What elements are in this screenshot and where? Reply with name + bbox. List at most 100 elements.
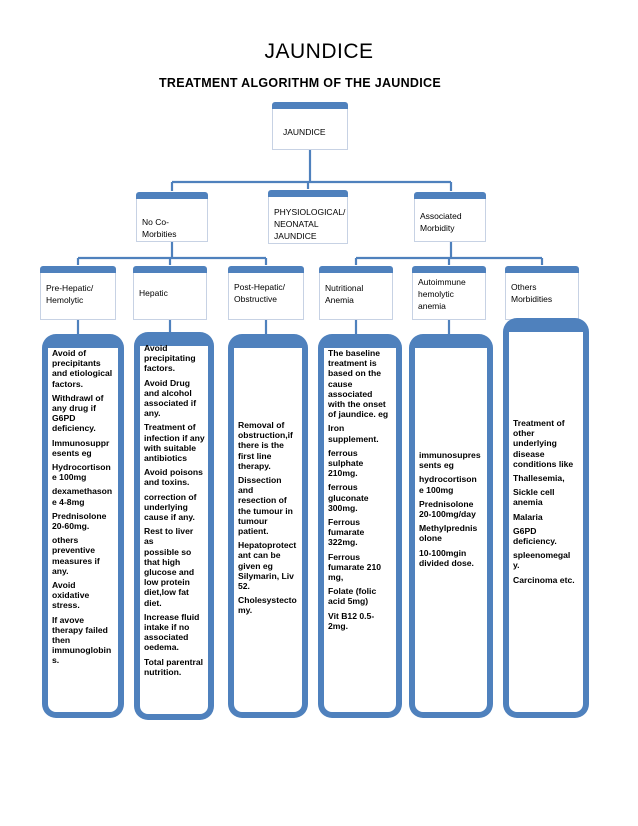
treatment-line: Avoid: [144, 343, 168, 353]
treatment-line: e 100mg: [52, 472, 87, 483]
node-header-bar: [40, 266, 116, 273]
treatment-line: oedema.: [144, 642, 179, 653]
treatment-line: preventive: [52, 545, 95, 556]
treatment-line: Silymarin, Liv: [238, 570, 294, 581]
page-title: JAUNDICE: [264, 40, 374, 63]
treatment-line: underlying: [144, 501, 188, 512]
treatment-line: and alcohol: [144, 387, 192, 398]
treatment-line: diet,low fat: [144, 587, 189, 598]
treatment-line: associated: [144, 632, 189, 643]
treatment-line: sulphate: [328, 458, 364, 469]
treatment-line: olone: [419, 533, 442, 544]
node-label: JAUNDICE: [283, 127, 326, 137]
node-label-line: PHYSIOLOGICAL/: [274, 207, 346, 217]
treatment-line: treatment is: [328, 358, 377, 369]
treatment-line: diet.: [144, 597, 162, 608]
node-header-bar: [505, 266, 579, 273]
page-subtitle: TREATMENT ALGORITHM OF THE JAUNDICE: [158, 76, 441, 90]
treatment-line: with suitable: [144, 442, 197, 453]
treatment-line: Hepatoprotect: [238, 540, 297, 551]
treatment-line: antibiotics: [144, 453, 187, 464]
node-label: Post-Hepatic/Obstructive: [234, 281, 299, 305]
treatment-line: ferrous: [328, 447, 358, 458]
treatment-line: fumarate 210: [328, 561, 382, 572]
treatment-line: Treatment of: [513, 418, 565, 428]
treatment-line: Removal of: [238, 420, 285, 430]
treatment-line: s.: [52, 655, 60, 666]
node-header-bar: [228, 266, 304, 273]
treatment-line: therapy.: [238, 460, 271, 471]
treatment-line: Increase fluid: [144, 611, 200, 622]
treatment-line: any.: [144, 408, 161, 419]
treatment-line: Prednisolone: [419, 498, 474, 509]
treatment-line: Carcinoma etc.: [513, 574, 575, 585]
node-header-bar: [319, 266, 393, 273]
treatment-line: patient.: [238, 526, 269, 537]
treatment-line: intake if no: [144, 622, 190, 633]
treatment-line: factors.: [144, 363, 176, 374]
treatment-line: Avoid: [52, 580, 76, 591]
treatment-line: oxidative: [52, 590, 90, 601]
treatment-line: 2mg.: [328, 620, 349, 631]
treatment-line: hydrocortison: [419, 474, 477, 485]
treatment-item: Malaria: [513, 512, 580, 522]
treatment-line: nutrition.: [144, 666, 182, 677]
node-label-line: Morbidity: [420, 223, 455, 233]
node-label-line: anemia: [418, 301, 446, 311]
treatment-line: Rest to liver as: [144, 526, 194, 547]
treatment-line: 322mg.: [328, 537, 358, 548]
treatment-line: others: [52, 535, 79, 546]
treatment-line: and toxins.: [144, 477, 190, 488]
treatment-line: Methylprednis: [419, 523, 478, 534]
treatment-line: Iron: [328, 423, 345, 434]
treatment-line: sents eg: [419, 460, 454, 471]
treatment-line: glucose and: [144, 567, 195, 578]
node-label-line: No Co-Morbities: [142, 217, 177, 239]
treatment-line: conditions like: [513, 458, 574, 469]
treatment-line: cause if any.: [144, 512, 195, 523]
treatment-line: resection of: [238, 495, 287, 506]
treatment-line: divided dose.: [419, 557, 474, 568]
treatment-line: y.: [513, 560, 520, 571]
treatment-line: spleenomegal: [513, 550, 571, 561]
treatment-item: Vit B12 0.5-2mg.: [328, 611, 393, 631]
treatment-line: the tumour in: [238, 505, 293, 516]
node-label: No Co-Morbities: [142, 216, 203, 240]
node-header-bar: [136, 192, 208, 199]
node-label: Pre-Hepatic/Hemolytic: [46, 282, 111, 306]
treatment-line: 20-100mg/day: [419, 509, 476, 520]
treatment-line: associated if: [144, 398, 197, 409]
treatment-line: given eg: [238, 560, 273, 571]
treatment-line: Treatment of: [144, 422, 196, 433]
treatment-line: immunosupres: [419, 450, 481, 460]
